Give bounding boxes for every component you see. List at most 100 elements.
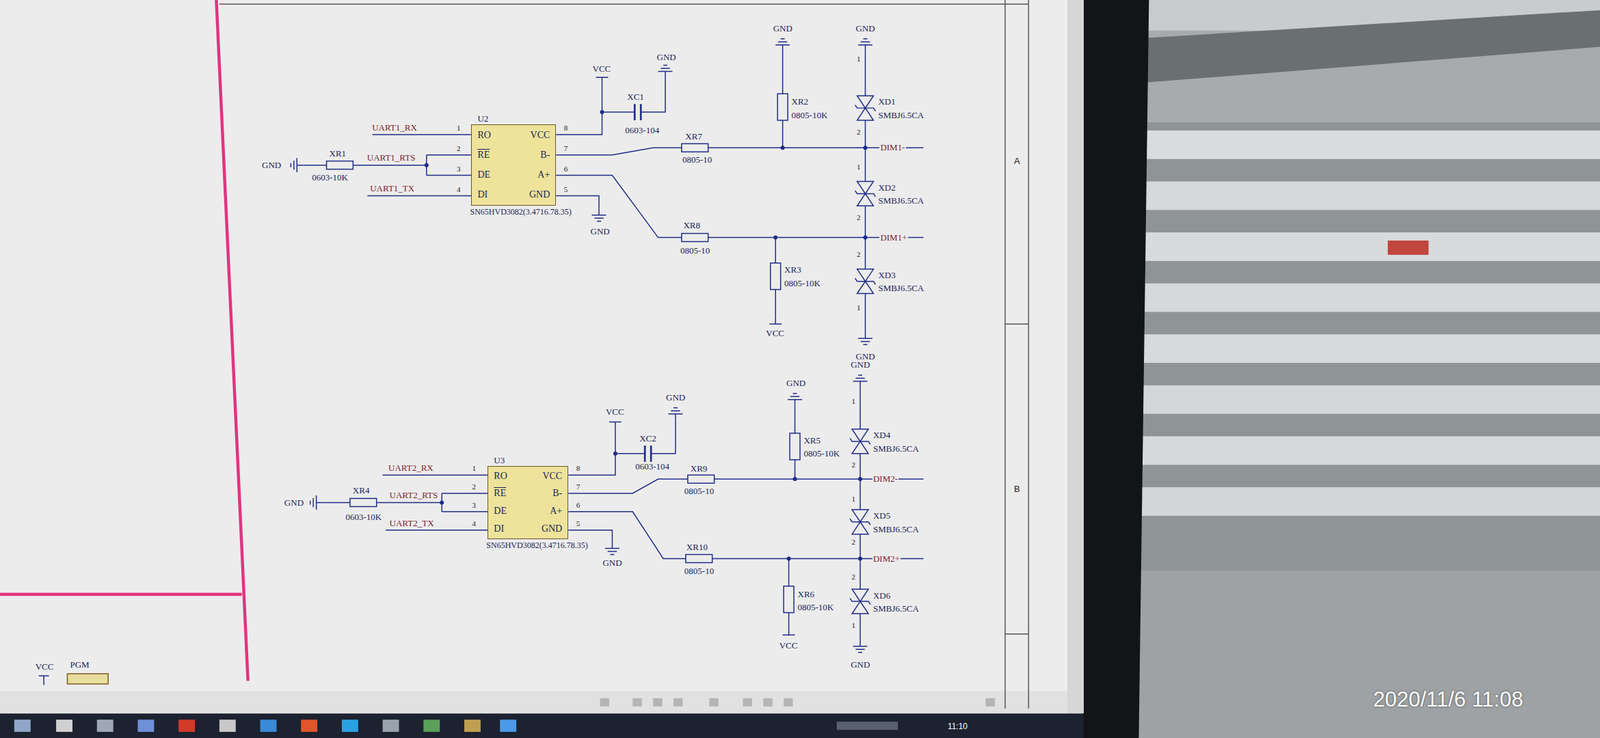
blind-slat <box>1132 385 1600 415</box>
component-label: XR6 <box>797 590 816 600</box>
component-label: XD1 <box>877 97 896 107</box>
room-background <box>1122 0 1600 738</box>
status-bar <box>0 691 1068 714</box>
pin-number: 4 <box>456 185 462 195</box>
component-label: SMBJ6.5CA <box>872 604 920 615</box>
floor <box>1132 570 1600 738</box>
resistor-symbol <box>681 143 709 152</box>
resistor-symbol <box>789 433 800 461</box>
component-label: XD5 <box>872 511 891 522</box>
pin-number: 2 <box>851 461 857 470</box>
component-label: 0805-10 <box>683 486 715 497</box>
taskbar-icon <box>423 720 440 733</box>
pin-name: GND <box>541 524 563 535</box>
scrollbar <box>1067 0 1084 714</box>
metal-beam <box>1132 10 1600 84</box>
pin-name: RO <box>493 471 507 483</box>
pin-number: 5 <box>563 185 569 195</box>
ground-symbol <box>858 332 873 345</box>
status-icon <box>985 698 995 708</box>
red-object <box>1388 240 1430 256</box>
wires-uart2 <box>310 375 924 653</box>
part-number: SN65HVD3082(3.4716.78.35) <box>469 207 572 217</box>
net-label: UART2_TX <box>389 518 435 529</box>
blind-slat <box>1132 232 1600 262</box>
pin-name: RE <box>493 488 506 500</box>
component-label: XC2 <box>638 434 658 444</box>
component-label: SMBJ6.5CA <box>872 444 920 455</box>
component-label: 0805-10K <box>797 603 835 614</box>
pin-number: 3 <box>471 501 477 511</box>
taskbar-icon <box>56 720 73 733</box>
component-label: GND <box>772 23 794 34</box>
component-label: GND <box>855 23 876 34</box>
junction-dot <box>600 110 605 115</box>
pin-name: DI <box>477 190 488 201</box>
pin-number: 1 <box>851 397 857 407</box>
net-label: DIM2+ <box>872 554 901 565</box>
pin-number: 7 <box>563 144 569 154</box>
pin-number: 2 <box>856 250 862 260</box>
component-label: GND <box>590 227 611 237</box>
component-label: GND <box>261 160 282 171</box>
net-label: UART2_RX <box>387 463 435 474</box>
component-label: SMBJ6.5CA <box>872 525 920 535</box>
ic-package: U2ROREDEDIVCCB-A+GNDSN65HVD3082(3.4716.7… <box>471 124 556 206</box>
tvs-diode-symbol <box>849 510 871 535</box>
junction-dot <box>863 145 868 150</box>
component-label: XD2 <box>877 183 896 193</box>
capacitor-symbol <box>644 445 651 463</box>
status-icon <box>652 698 662 708</box>
ref-designator: U2 <box>477 114 489 124</box>
net-label: UART2_RTS <box>389 490 439 501</box>
net-label: UART1_RTS <box>366 153 417 163</box>
pin-name: GND <box>529 190 550 201</box>
taskbar-icon <box>14 720 31 733</box>
component-label: 0805-10K <box>791 110 829 121</box>
pin-number: 1 <box>471 465 477 474</box>
component-label: VCC <box>765 328 785 339</box>
wire <box>302 51 924 333</box>
pin-number: 2 <box>851 573 857 582</box>
net-label: UART1_TX <box>369 183 416 194</box>
component-label: SMBJ6.5CA <box>877 110 925 121</box>
resistor-symbol <box>777 93 788 121</box>
pin-name: VCC <box>530 130 551 141</box>
pin-number: 1 <box>851 622 857 632</box>
taskbar-clock: 11:10 <box>947 722 969 731</box>
net-label: DIM1- <box>879 143 906 154</box>
resistor-symbol <box>783 586 794 614</box>
taskbar-icons <box>14 720 898 733</box>
status-icon <box>600 698 610 708</box>
junction-dot <box>613 451 618 457</box>
junction-dot <box>780 145 785 150</box>
blind-slat <box>1132 181 1600 211</box>
resistor-symbol <box>685 554 713 563</box>
component-label: XR5 <box>802 436 822 446</box>
pin-number: 8 <box>563 124 569 133</box>
component-label: GND <box>601 558 623 569</box>
zone-letter: A <box>1013 156 1021 167</box>
pin-number: 1 <box>856 304 862 313</box>
pin-name: B- <box>552 488 563 500</box>
pin-name: DI <box>493 524 504 535</box>
components-uart1 <box>326 93 876 294</box>
vcc-symbol <box>782 627 796 636</box>
pin-number: 3 <box>456 165 462 174</box>
taskbar-icon <box>219 720 236 733</box>
taskbar-icon <box>97 720 114 733</box>
junction-dot <box>858 556 863 561</box>
status-icon <box>673 698 683 708</box>
junction-dot <box>858 477 863 482</box>
component-label: GND <box>656 52 677 63</box>
junction-dot <box>773 235 778 240</box>
ref-designator: U3 <box>493 456 505 466</box>
component-label: GND <box>665 393 686 403</box>
taskbar-icon <box>260 720 277 733</box>
vcc-symbol <box>38 676 50 686</box>
capacitor-symbol <box>634 103 641 121</box>
component-label: VCC <box>34 662 55 673</box>
ground-symbol <box>775 38 790 52</box>
tray-icons <box>836 722 899 731</box>
net-label: UART1_RX <box>371 123 418 133</box>
